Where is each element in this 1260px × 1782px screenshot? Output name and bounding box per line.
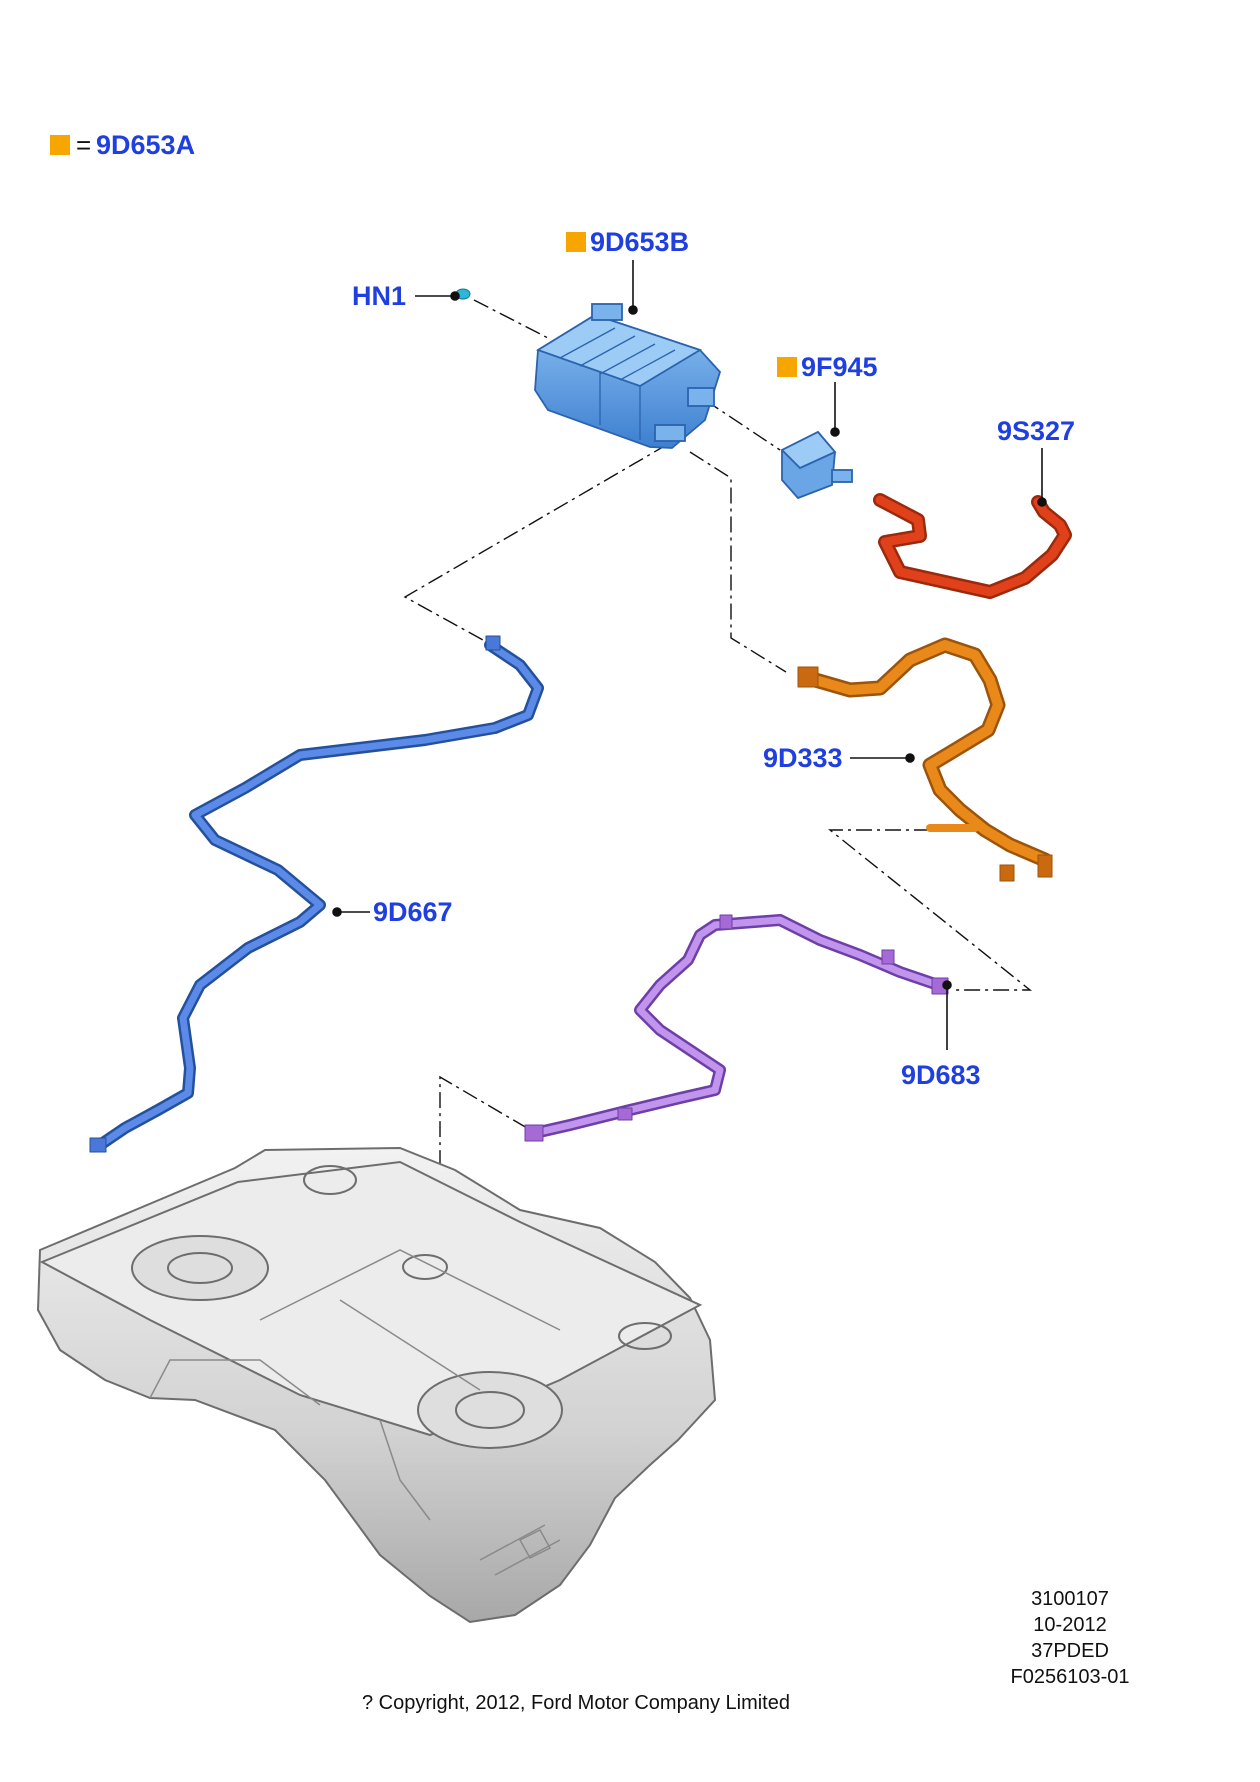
tank-ports (131, 1165, 672, 1449)
fuel-tank (36, 1146, 717, 1624)
canister-side-port (687, 387, 715, 407)
tank-port-left (131, 1235, 269, 1301)
tank-port-center (402, 1254, 448, 1280)
valve-outlet (831, 469, 853, 483)
assembly-line-canister-9d667 (403, 443, 669, 641)
copyright-notice: ? Copyright, 2012, Ford Motor Company Li… (362, 1692, 790, 1714)
purge-valve (780, 430, 853, 500)
label-valve: 9F945 (801, 352, 878, 382)
figure-number: F0256103-01 (1010, 1666, 1130, 1688)
legend-marker (50, 135, 70, 155)
marker-valve (777, 357, 797, 377)
legend-code: 9D653A (96, 130, 196, 160)
tank-port-cap (618, 1322, 672, 1350)
label-hn1: HN1 (352, 281, 407, 311)
carbon-canister (534, 303, 722, 449)
tank-details (149, 1249, 561, 1576)
assembly-line-hn1-canister (473, 299, 549, 339)
legend-equals: = (76, 130, 92, 160)
assembly-lines (403, 299, 1032, 1432)
canister-top (535, 314, 703, 387)
tube-9d667 (89, 635, 544, 1153)
label-hose-red: 9S327 (997, 416, 1076, 446)
canister-top-port (591, 303, 623, 321)
tank-port-right (417, 1371, 563, 1449)
label-canister: 9D653B (590, 227, 690, 257)
reference-block: 3100107 10-2012 37PDED F0256103-01 (1000, 1586, 1140, 1690)
label-tube-purple: 9D683 (901, 1060, 981, 1090)
reference-code: 37PDED (1031, 1640, 1109, 1662)
reference-number: 3100107 (1031, 1588, 1109, 1610)
assembly-line-9d333-9d683 (828, 829, 1032, 991)
canister-bottom-port (654, 424, 686, 442)
assembly-line-9d683-tank (439, 1075, 528, 1432)
assembly-line-canister-9d333 (689, 451, 787, 673)
hose-9s327 (873, 493, 1072, 599)
label-tube-blue: 9D667 (373, 897, 453, 927)
label-hose-orange: 9D333 (763, 743, 843, 773)
tube-9d683 (524, 914, 949, 1142)
assembly-line-canister-valve (704, 399, 781, 451)
tank-top-face (39, 1160, 703, 1437)
hose-9d333 (797, 637, 1053, 882)
reference-date: 10-2012 (1033, 1614, 1107, 1636)
marker-canister (566, 232, 586, 252)
tank-port-rear (303, 1165, 357, 1195)
leader-lines (332, 260, 1047, 1050)
